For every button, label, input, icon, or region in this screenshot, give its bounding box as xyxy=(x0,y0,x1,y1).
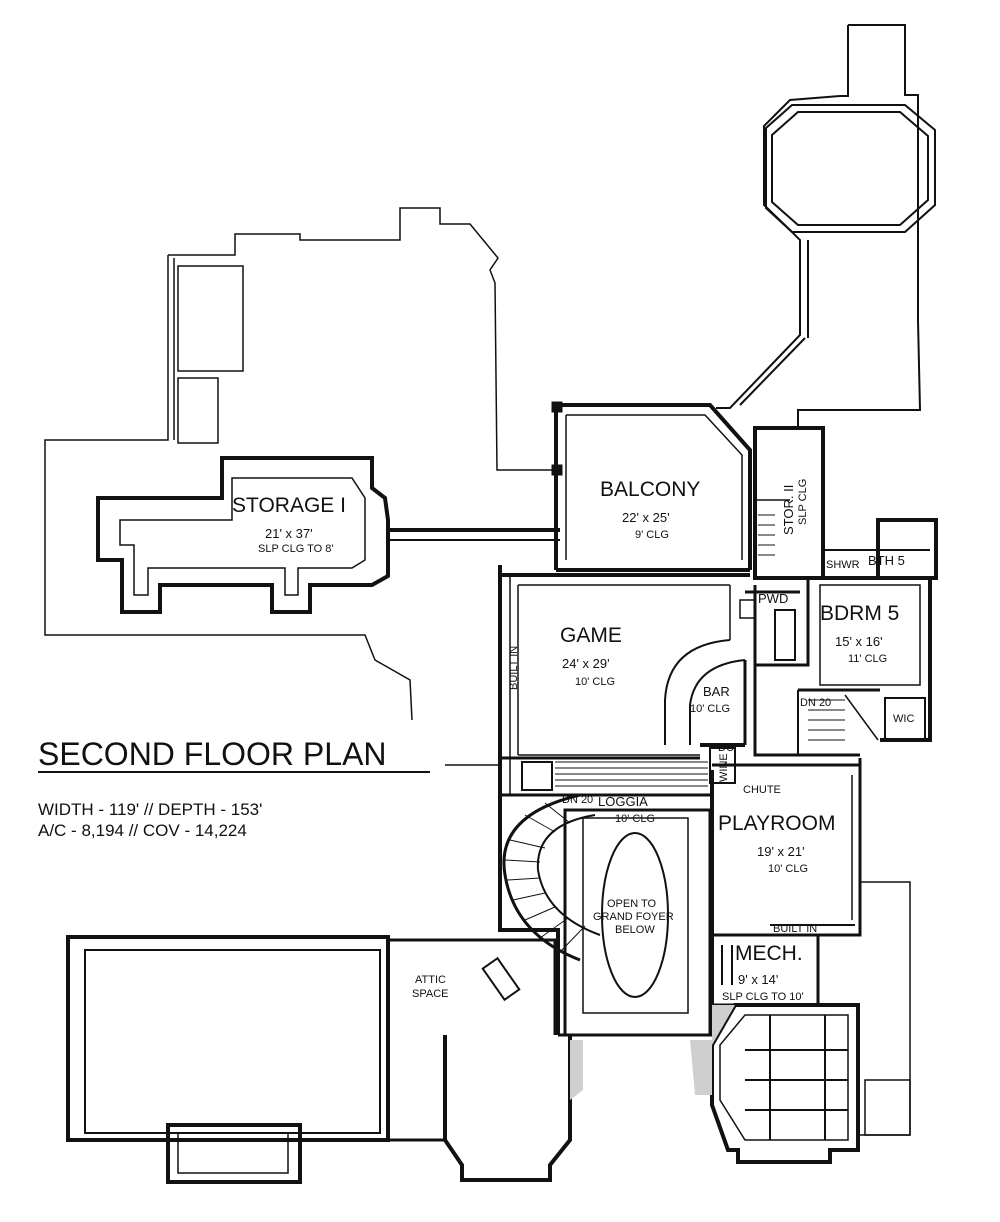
bdrm-5-size: 15' x 16' xyxy=(835,634,883,649)
stor-2-ceiling: SLP CLG xyxy=(797,479,809,525)
plan-stats-line-2: A/C - 8,194 // COV - 14,224 xyxy=(38,821,247,840)
stor-2-walls xyxy=(753,426,825,580)
attic-line-1: ATTIC xyxy=(415,974,446,986)
balcony-walls xyxy=(551,401,752,572)
game-size: 24' x 29' xyxy=(562,656,610,671)
plan-stats-line-1: WIDTH - 119' // DEPTH - 153' xyxy=(38,800,262,819)
balcony-ceiling: 9' CLG xyxy=(635,529,669,541)
core-walls xyxy=(498,565,750,1035)
game-ceiling: 10' CLG xyxy=(575,676,615,688)
mech-size: 9' x 14' xyxy=(738,972,778,987)
loggia-name: LOGGIA xyxy=(598,794,648,809)
garage-walls xyxy=(66,935,712,1184)
right-rooms xyxy=(739,518,938,757)
dn20-right-stair: DN 20 xyxy=(800,697,831,709)
bth-5-name: BTH 5 xyxy=(868,553,905,568)
balcony-size: 22' x 25' xyxy=(622,510,670,525)
playroom-size: 19' x 21' xyxy=(757,844,805,859)
dn20-loggia: DN 20 xyxy=(562,794,593,806)
bar-name: BAR xyxy=(703,684,730,699)
mech-name: MECH. xyxy=(735,942,803,965)
pwd-name: PWD xyxy=(758,591,788,606)
bdrm-5-ceiling: 11' CLG xyxy=(848,653,887,665)
storage-1-size: 21' x 37' xyxy=(265,526,313,541)
playroom-ceiling: 10' CLG xyxy=(768,863,808,875)
wine-name: WINE xyxy=(718,753,730,782)
tower-outline xyxy=(716,24,936,430)
shwr-name: SHWR xyxy=(826,559,860,571)
open-to-line-1: OPEN TO xyxy=(607,898,657,910)
attic-line-2: SPACE xyxy=(412,988,448,1000)
storage-1-name: STORAGE I xyxy=(232,494,346,517)
curved-stair xyxy=(502,793,601,962)
open-to-line-2: GRAND FOYER xyxy=(593,911,674,923)
storage-1-ceiling: SLP CLG TO 8' xyxy=(258,543,333,555)
bar-ceiling: 10' CLG xyxy=(690,703,730,715)
playroom-built-in: BUILT IN xyxy=(773,923,817,935)
game-name: GAME xyxy=(560,624,622,647)
storage-1-walls xyxy=(96,456,560,614)
roof-outline xyxy=(44,207,556,721)
mech-ceiling: SLP CLG TO 10' xyxy=(722,991,804,1003)
game-built-in: BUILT IN xyxy=(508,646,520,690)
loggia-ceiling: 10' CLG xyxy=(615,813,655,825)
game-stair xyxy=(521,761,708,791)
open-to-line-3: BELOW xyxy=(615,924,655,936)
stor-2-name: STOR. II xyxy=(781,485,796,535)
wic-name: WIC xyxy=(893,713,914,725)
balcony-name: BALCONY xyxy=(600,478,700,501)
chute-name: CHUTE xyxy=(743,784,781,796)
playroom-walls xyxy=(709,747,862,1035)
playroom-name: PLAYROOM xyxy=(718,812,835,835)
bdrm-5-name: BDRM 5 xyxy=(820,602,899,625)
dc-label: DC xyxy=(718,742,734,754)
plan-title: SECOND FLOOR PLAN xyxy=(38,736,387,772)
